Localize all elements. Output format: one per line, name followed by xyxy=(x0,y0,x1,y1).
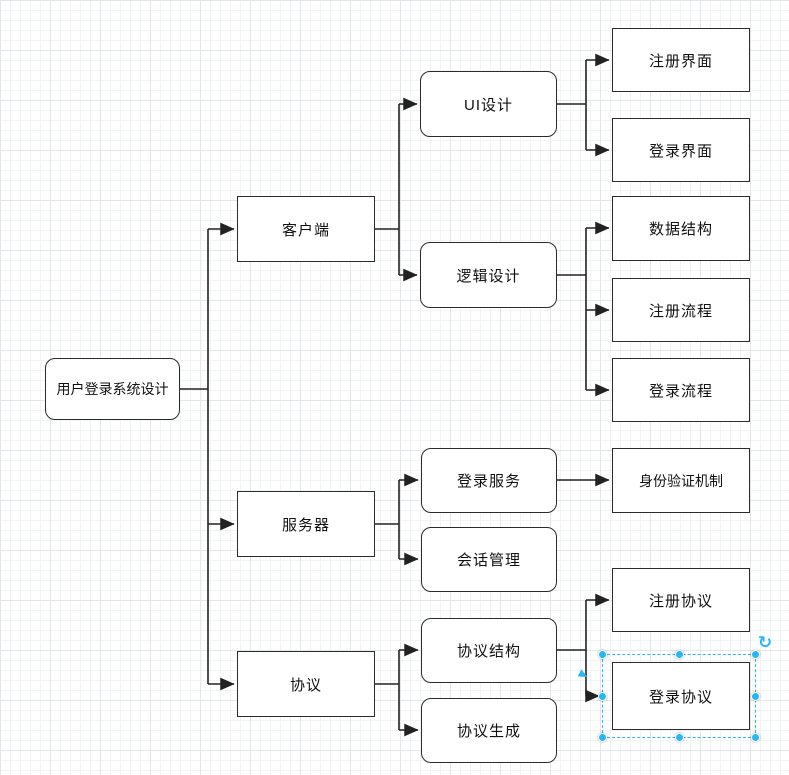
node-data-structure[interactable]: 数据结构 xyxy=(612,196,750,261)
selection-handle-top-middle[interactable] xyxy=(674,650,684,659)
selection-handle-middle-left[interactable] xyxy=(598,691,607,701)
rotate-icon[interactable]: ↻ xyxy=(757,633,773,652)
node-server-label: 服务器 xyxy=(281,516,330,534)
node-auth-mechanism[interactable]: 身份验证机制 xyxy=(612,448,750,513)
node-register-protocol[interactable]: 注册协议 xyxy=(612,568,750,632)
node-client-label: 客户端 xyxy=(281,221,330,239)
selection-handle-top-right[interactable] xyxy=(751,650,760,659)
node-protocol[interactable]: 协议 xyxy=(237,651,375,717)
node-ui-design-label: UI设计 xyxy=(463,96,513,114)
node-auth-mechanism-label: 身份验证机制 xyxy=(639,472,723,489)
node-login-service[interactable]: 登录服务 xyxy=(421,448,557,513)
node-login-flow-label: 登录流程 xyxy=(648,382,713,400)
node-login-protocol[interactable]: 登录协议 xyxy=(612,662,750,730)
node-client[interactable]: 客户端 xyxy=(237,196,375,262)
selection-handle-top-left[interactable] xyxy=(598,650,607,659)
node-login-flow[interactable]: 登录流程 xyxy=(612,358,750,422)
node-register-flow[interactable]: 注册流程 xyxy=(612,278,750,342)
node-register-flow-label: 注册流程 xyxy=(648,302,713,320)
node-login-protocol-label: 登录协议 xyxy=(648,688,713,706)
node-protocol-generation-label: 协议生成 xyxy=(456,723,521,740)
node-register-ui-label: 注册界面 xyxy=(648,52,713,70)
node-login-ui[interactable]: 登录界面 xyxy=(612,118,750,182)
node-root-label: 用户登录系统设计 xyxy=(56,381,169,397)
node-session-management-label: 会话管理 xyxy=(456,552,521,569)
selection-handle-bottom-right[interactable] xyxy=(751,733,760,742)
node-login-ui-label: 登录界面 xyxy=(648,142,713,160)
node-register-ui[interactable]: 注册界面 xyxy=(612,28,750,92)
node-ui-design[interactable]: UI设计 xyxy=(420,71,557,137)
node-protocol-label: 协议 xyxy=(289,676,322,694)
selection-handle-middle-right[interactable] xyxy=(751,691,760,701)
node-server[interactable]: 服务器 xyxy=(237,491,375,557)
node-login-service-label: 登录服务 xyxy=(456,473,521,490)
node-register-protocol-label: 注册协议 xyxy=(648,592,713,610)
node-logic-design-label: 逻辑设计 xyxy=(456,267,521,285)
selection-handle-bottom-middle[interactable] xyxy=(674,733,684,742)
selection-box xyxy=(598,650,760,742)
node-protocol-generation[interactable]: 协议生成 xyxy=(421,698,557,763)
selection-handle-bottom-left[interactable] xyxy=(598,733,607,742)
node-protocol-structure-label: 协议结构 xyxy=(456,643,521,660)
node-protocol-structure[interactable]: 协议结构 xyxy=(421,618,557,683)
node-data-structure-label: 数据结构 xyxy=(648,221,713,238)
node-session-management[interactable]: 会话管理 xyxy=(421,527,557,592)
node-logic-design[interactable]: 逻辑设计 xyxy=(420,242,557,308)
node-root[interactable]: 用户登录系统设计 xyxy=(45,358,180,420)
